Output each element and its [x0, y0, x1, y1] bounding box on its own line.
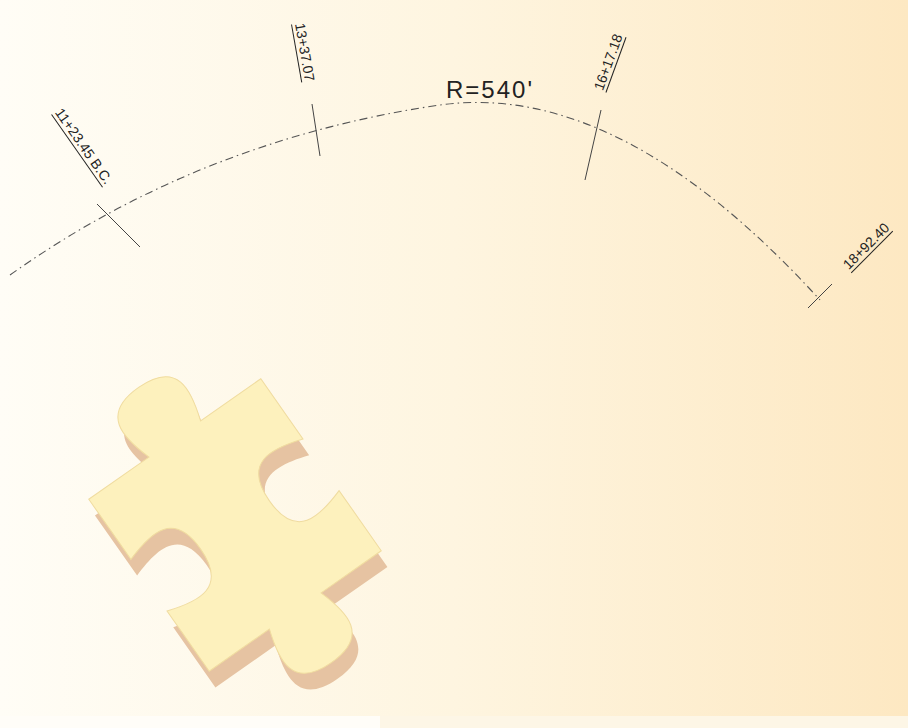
- station-label: 16+17.18: [591, 32, 624, 92]
- station-label: 11+23.45 B.C.: [53, 106, 115, 187]
- bottom-band: [0, 716, 908, 728]
- puzzle-piece: [49, 327, 427, 728]
- station-tick: [97, 204, 140, 247]
- station-label: 13+37.07: [293, 22, 317, 82]
- station-tick: [312, 104, 320, 156]
- curve-arc: [10, 102, 820, 300]
- station-tick: [808, 284, 832, 308]
- bottom-band-light: [0, 716, 380, 728]
- radius-label: R=540': [446, 78, 534, 102]
- station-ticks: [97, 104, 832, 308]
- puzzle-face: [53, 327, 418, 723]
- station-tick: [585, 110, 601, 180]
- station-label: 18+92.40: [840, 220, 891, 271]
